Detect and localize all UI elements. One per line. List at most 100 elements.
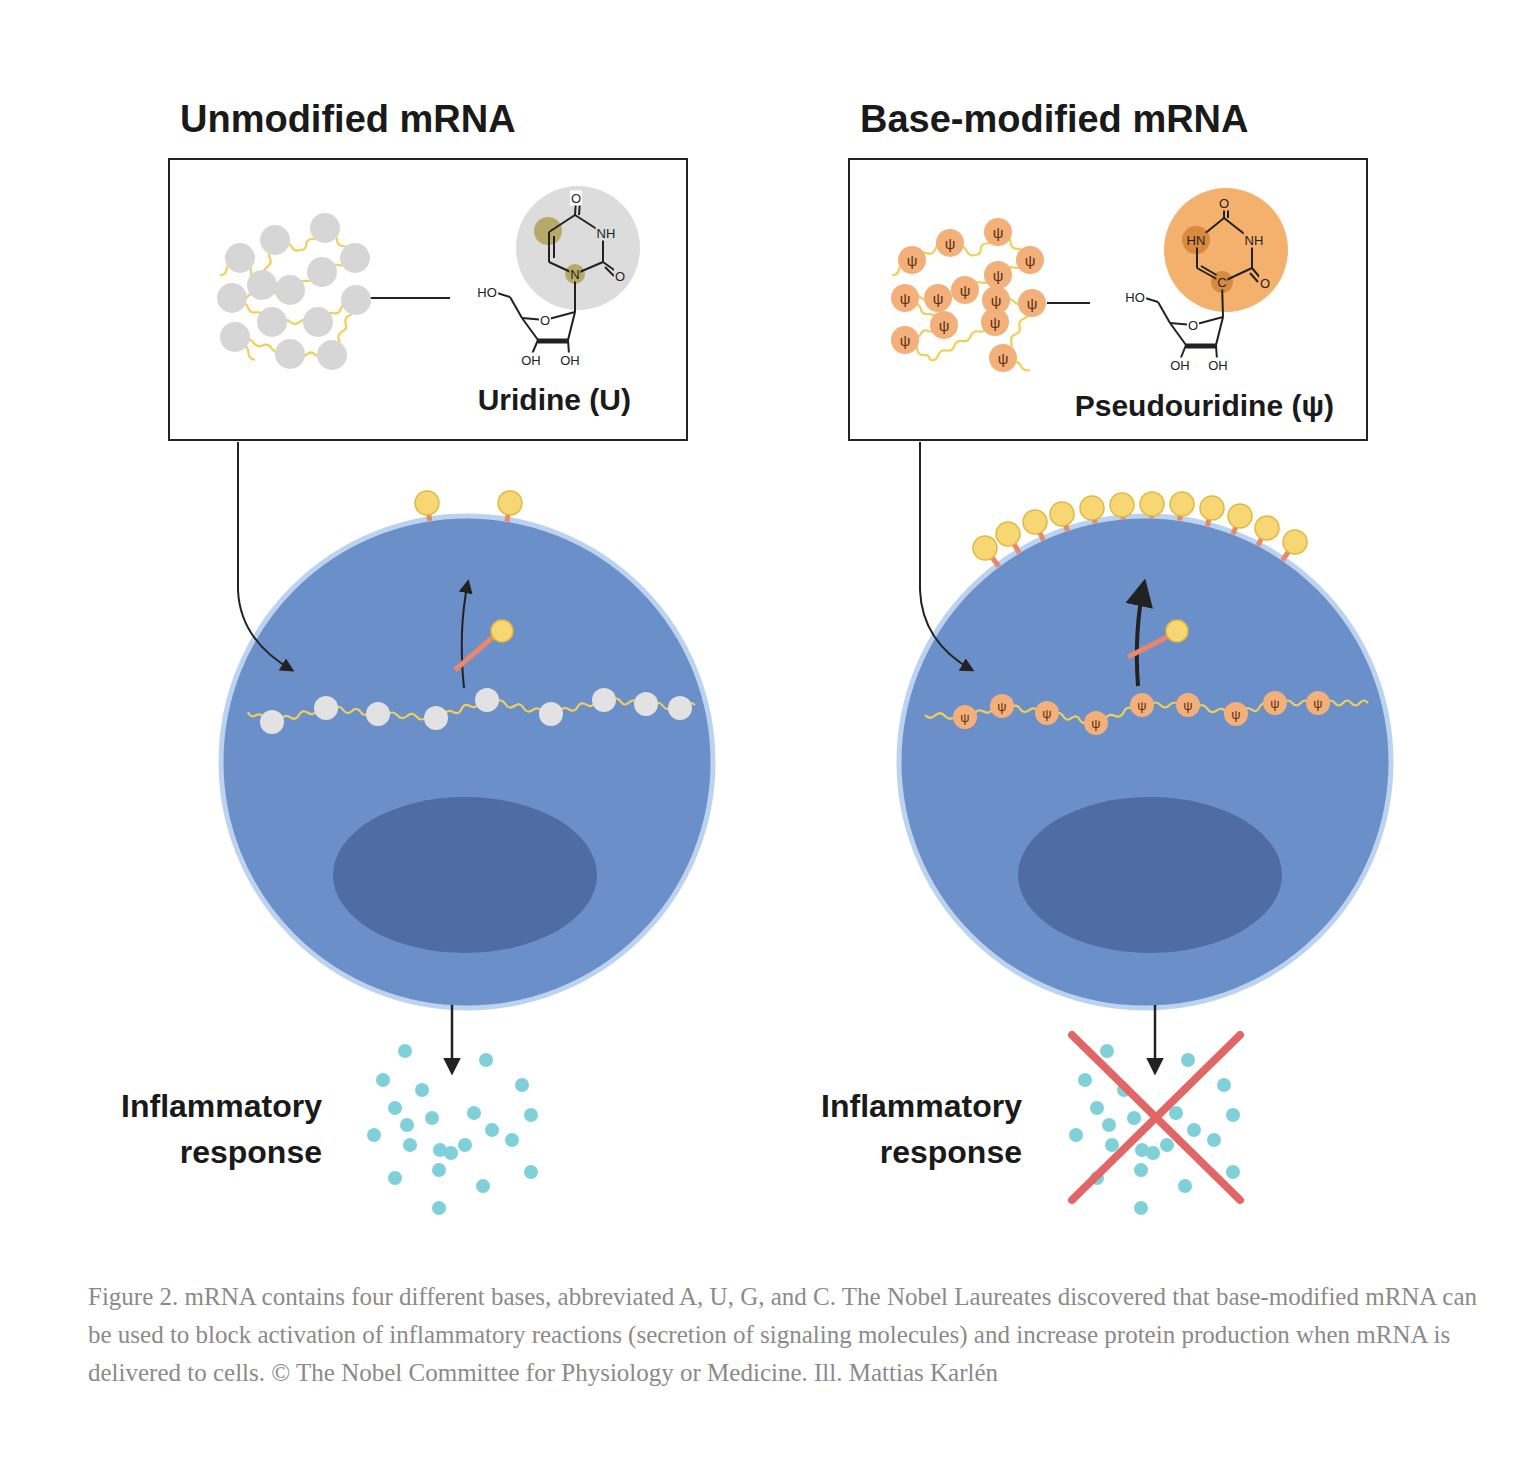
uridine-bead [307,257,337,287]
uridine-bead [220,322,250,352]
signal-molecule [432,1201,446,1215]
bond [549,215,575,232]
protein-head [491,620,513,642]
signal-molecule [403,1138,417,1152]
pseudouridine-bead [1084,711,1108,735]
signal-molecule [415,1083,429,1097]
signal-molecule [1135,1143,1149,1157]
uridine-bead [668,696,692,720]
atom-label: OH [559,353,581,368]
signal-molecule [1187,1123,1201,1137]
cell [221,516,713,1008]
pseudouridine-bead [984,218,1012,246]
uridine-bead [257,307,287,337]
pseudouridine-bead [1306,691,1330,715]
atom-label: O [1218,196,1230,211]
inflammation-label: Inflammatory response [82,1083,322,1175]
bond [522,318,538,340]
signal-molecule [524,1108,538,1122]
pseudouridine-bead [981,308,1009,336]
base-symbol: ψ [992,224,1005,241]
signal-molecule [1134,1163,1148,1177]
base-symbol: ψ [1136,698,1147,713]
pseudouridine-bead [984,261,1012,289]
nucleus [333,797,597,953]
protein-head [1080,496,1104,520]
uridine-bead [592,688,616,712]
uridine-bead [539,702,563,726]
signal-molecule [1181,1053,1195,1067]
atom-label: O [1187,318,1199,333]
panel-box: Base-modified mRNAPseudouridine (ψ) [848,158,1368,441]
signal-molecule [515,1078,529,1092]
transport-arrow [462,582,468,688]
atom-label: C [1216,275,1227,290]
signal-molecule [1069,1128,1083,1142]
signal-molecule [388,1171,402,1185]
pseudouridine-bead [990,694,1014,718]
signal-molecule [425,1111,439,1125]
atom-label: O [570,191,582,206]
atom-label: O [1259,276,1271,291]
panel-heading: Unmodified mRNA [180,98,516,141]
protein-stem [455,637,493,670]
signal-molecule [1178,1179,1192,1193]
signal-molecule [476,1179,490,1193]
base-symbol: ψ [944,235,957,252]
pseudouridine-bead [930,311,958,339]
signal-molecule [505,1133,519,1147]
protein-head [1140,492,1164,516]
base-symbol: ψ [997,350,1010,367]
atom-label: O [539,313,551,328]
base-highlight [516,186,640,310]
base-symbol: ψ [1182,698,1193,713]
protein-head [1023,510,1047,534]
protein-head [996,522,1020,546]
base-symbol: ψ [1090,716,1101,731]
signal-molecule [1090,1101,1104,1115]
uridine-bead [303,307,333,337]
leader-line [1047,302,1090,304]
signal-molecule [367,1128,381,1142]
panel-box: Unmodified mRNAUridine (U) [168,158,688,441]
bond [510,297,522,318]
uridine-bead [317,340,347,370]
base-symbol: ψ [906,252,919,269]
pseudouridine-bead [1016,246,1044,274]
bond [1216,317,1223,345]
uridine-bead [247,270,277,300]
base-symbol: ψ [932,290,945,307]
pseudouridine-bead [891,326,919,354]
base-symbol: ψ [992,267,1005,284]
base-symbol: ψ [959,710,970,725]
leader-line [360,297,450,299]
base-symbol: ψ [990,292,1003,309]
base-symbol: ψ [1041,706,1052,721]
signal-molecule [433,1143,447,1157]
signal-molecule [1226,1165,1240,1179]
signal-molecule [1078,1073,1092,1087]
bond [538,339,568,344]
signal-molecule [432,1163,446,1177]
bond [605,267,614,276]
base-symbol: ψ [1269,696,1280,711]
pseudouridine-bead [953,705,977,729]
atom-label: NH [596,226,617,241]
bond [568,312,575,340]
pseudouridine-bead [898,246,926,274]
atom-label: OH [1169,358,1191,373]
signal-molecule [1226,1108,1240,1122]
pseudouridine-bead [1263,691,1287,715]
protein-head [1283,530,1307,554]
drawn-parts [217,213,1368,1215]
atom-label: N [569,267,580,282]
base-symbol: ψ [1230,707,1241,722]
base-symbol: ψ [996,699,1007,714]
base-symbol: ψ [899,332,912,349]
signal-molecule [485,1123,499,1137]
signal-molecule [400,1118,414,1132]
signal-molecule [458,1138,472,1152]
base-symbol: ψ [938,317,951,334]
base-symbol: ψ [1024,252,1037,269]
